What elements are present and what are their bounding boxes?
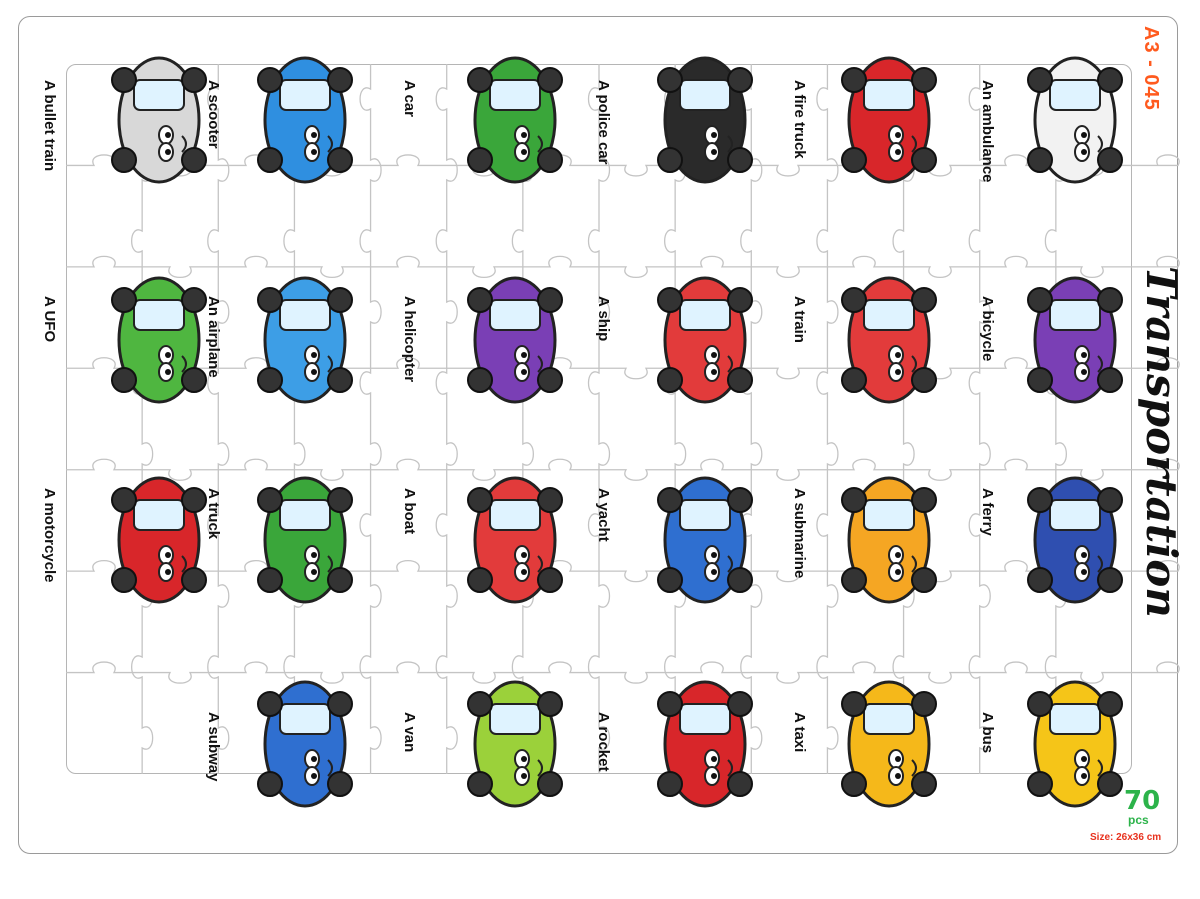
vehicle-label: A yacht <box>595 488 612 542</box>
submarine-icon <box>834 460 944 625</box>
ship-icon <box>650 260 760 425</box>
puzzle-title: Transportation <box>1137 266 1186 618</box>
vehicle-label: A car <box>401 80 418 117</box>
vehicle-label: A bullet train <box>41 80 58 172</box>
subway-icon <box>250 664 360 829</box>
rocket-icon <box>650 664 760 829</box>
yacht-icon <box>650 460 760 625</box>
vehicle-label: A boat <box>401 488 418 535</box>
van-icon <box>460 664 570 829</box>
vehicle-label: A ship <box>595 296 612 342</box>
vehicle-label: A bus <box>979 712 996 754</box>
vehicle-label: A police car <box>595 80 612 165</box>
vehicle-label: A taxi <box>791 712 808 753</box>
vehicle-label: A rocket <box>595 712 612 772</box>
vehicle-label: A subway <box>205 712 222 782</box>
motorcycle-icon <box>104 460 214 625</box>
vehicle-label: An airplane <box>205 296 222 378</box>
vehicle-label: A train <box>791 296 808 343</box>
vehicle-label: A scooter <box>205 80 222 149</box>
taxi-icon <box>834 664 944 829</box>
helicopter-icon <box>460 260 570 425</box>
puzzle-size: Size: 26x36 cm <box>1090 832 1162 843</box>
piece-count: 70 <box>1124 786 1161 816</box>
vehicle-label: A ferry <box>979 488 996 536</box>
truck-icon <box>250 460 360 625</box>
fire-truck-icon <box>834 40 944 205</box>
vehicle-label: A submarine <box>791 488 808 579</box>
boat-icon <box>460 460 570 625</box>
vehicle-label: A truck <box>205 488 222 540</box>
school-bus-icon <box>1020 664 1130 829</box>
ambulance-icon <box>1020 40 1130 205</box>
vehicle-label: A UFO <box>41 296 58 343</box>
scooter-icon <box>250 40 360 205</box>
ufo-icon <box>104 260 214 425</box>
vehicle-label: A motorcycle <box>41 488 58 583</box>
bullet-train-icon <box>104 40 214 205</box>
vehicle-label: A van <box>401 712 418 753</box>
vehicle-label: A fire truck <box>791 80 808 159</box>
train-icon <box>834 260 944 425</box>
piece-unit: pcs <box>1128 813 1149 827</box>
police-car-icon <box>650 40 760 205</box>
vehicle-label: A helicopter <box>401 296 418 383</box>
bicycle-icon <box>1020 260 1130 425</box>
vehicle-label: A bicycle <box>979 296 996 362</box>
vehicle-label: An ambulance <box>979 80 996 183</box>
product-code: A3 - 045 <box>1140 26 1162 111</box>
puzzle-board <box>18 16 1178 854</box>
airplane-icon <box>250 260 360 425</box>
ferry-icon <box>1020 460 1130 625</box>
car-icon <box>460 40 570 205</box>
